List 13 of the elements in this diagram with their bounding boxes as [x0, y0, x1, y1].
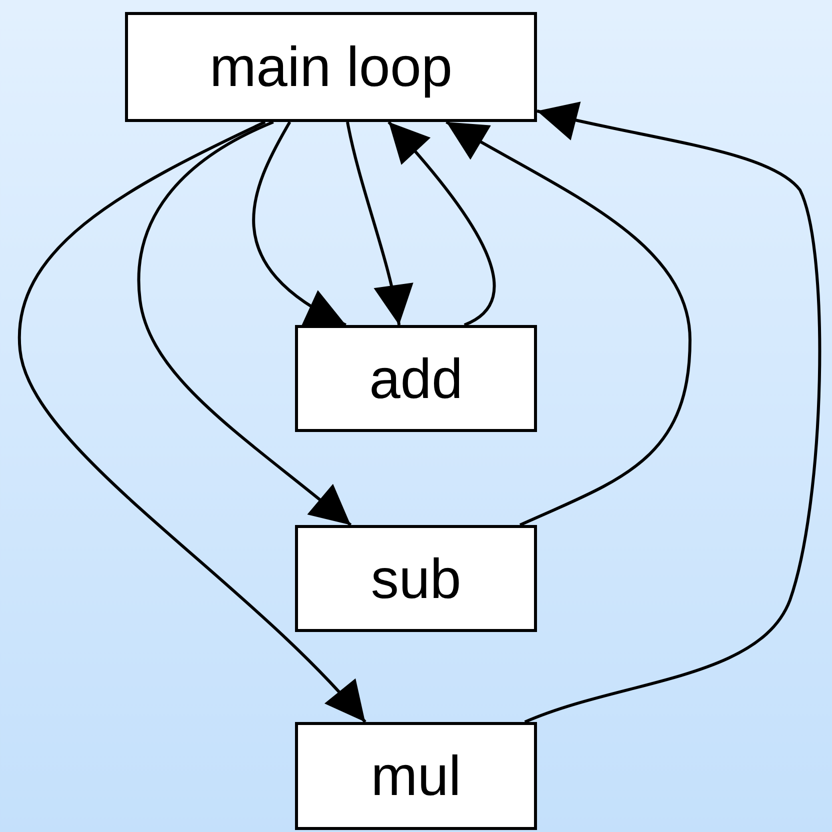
node-label: sub — [370, 550, 462, 606]
arrow — [137, 120, 352, 526]
arrow — [252, 121, 347, 326]
process-box — [125, 12, 537, 122]
node-label: add — [369, 350, 463, 406]
arrow — [346, 122, 412, 326]
process-box — [295, 525, 537, 632]
arrow — [388, 121, 496, 326]
node-label: mul — [370, 748, 462, 804]
arrow — [524, 101, 822, 724]
arrow — [18, 120, 366, 723]
process-box — [295, 325, 537, 432]
process-box — [295, 722, 537, 830]
